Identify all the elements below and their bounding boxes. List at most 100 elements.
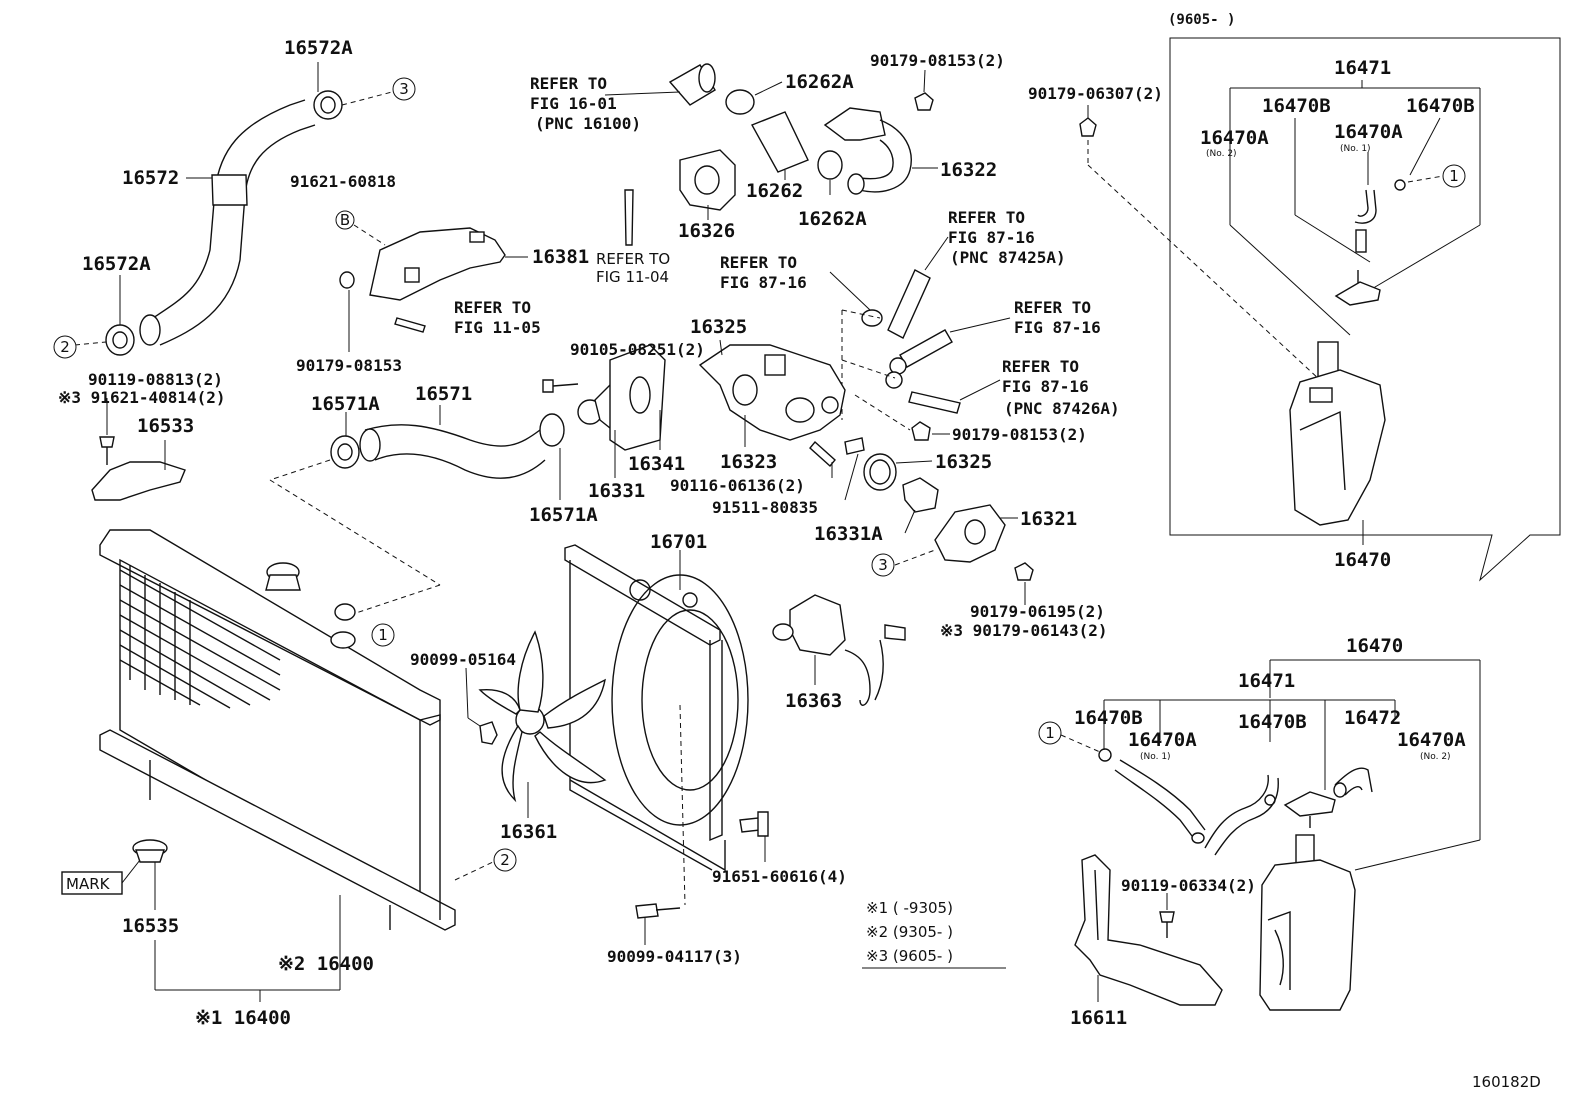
gasket-16326[interactable] [679, 149, 736, 211]
label-16381: 16381 [532, 246, 589, 268]
label-16701: 16701 [650, 531, 707, 553]
hose-16470A-no1-low[interactable] [1114, 759, 1206, 844]
label-90179-06307: 90179-06307(2) [1028, 84, 1163, 103]
nut-90179-06195[interactable] [1014, 562, 1034, 581]
upper-radiator-hose[interactable] [139, 99, 316, 346]
water-inlet-16321[interactable] [934, 504, 1006, 563]
hose-clamp-16572A-left[interactable] [105, 324, 135, 356]
label-refer-fig1601-b: FIG 16-01 [530, 94, 617, 113]
label-16325-top: 16325 [690, 316, 747, 338]
gasket-16341[interactable] [609, 344, 666, 451]
label-refer-fig1601-a: REFER TO [530, 74, 607, 93]
support-16533[interactable] [91, 461, 186, 501]
inset-label-16470A-a: 16470A [1200, 127, 1269, 149]
low-label-16472: 16472 [1344, 707, 1401, 729]
clip-16470B-low-a[interactable] [1098, 748, 1112, 762]
label-90119-06334: 90119-06334(2) [1121, 876, 1256, 895]
bolt-90099-04117[interactable] [635, 903, 681, 919]
label-16611: 16611 [1070, 1007, 1127, 1029]
label-90179-08153: 90179-08153 [296, 356, 402, 375]
radiator-assembly[interactable] [99, 529, 456, 931]
low-label-16470A-b: 16470A [1397, 729, 1466, 751]
inset-label-16470A-b: 16470A [1334, 121, 1403, 143]
cap-16471-low[interactable] [1283, 791, 1336, 828]
callout-1-radiator: 1 [378, 626, 388, 644]
label-refer-fig1104-b: FIG 11-04 [596, 268, 669, 286]
lower-radiator-hose[interactable] [359, 424, 546, 479]
stud-refer-fig-11-04[interactable] [624, 189, 634, 246]
hose-16470A-no2-low[interactable] [1204, 774, 1279, 856]
hose-16262[interactable] [751, 111, 809, 173]
callout-B: B [340, 211, 350, 229]
thermostat-16331A[interactable] [902, 477, 939, 513]
fan-shroud-16701[interactable] [564, 544, 749, 872]
label-16361: 16361 [500, 821, 557, 843]
inset-reservoir-16470[interactable] [1289, 341, 1386, 526]
inset-label-16471: 16471 [1334, 57, 1391, 79]
label-90179-06195: 90179-06195(2) [970, 602, 1105, 621]
label-refer-fig1105-a: REFER TO [454, 298, 531, 317]
nut-90179-06307[interactable] [1079, 117, 1097, 137]
hose-clamp-16262A-b[interactable] [817, 150, 843, 180]
clip-16470B-low-b[interactable] [1264, 794, 1276, 806]
bolt-90119-06334[interactable] [1159, 911, 1175, 938]
inset-hose-16470A-no2[interactable] [1355, 229, 1367, 253]
label-16400-note2: ※2 16400 [278, 953, 374, 975]
callout-1-inset: 1 [1449, 167, 1459, 185]
nut-90099-05164[interactable] [479, 721, 498, 745]
bolt-90105-08251[interactable] [542, 379, 579, 393]
bracket-16611[interactable] [1074, 854, 1223, 1006]
inset-clip-16470B[interactable] [1394, 179, 1406, 191]
radiator-filler-neck[interactable] [330, 603, 356, 649]
low-label-16470A-a: 16470A [1128, 729, 1197, 751]
label-refer-fig1105-b: FIG 11-05 [454, 318, 541, 337]
bracket-16381[interactable] [369, 227, 506, 301]
hose-clamp-16571A[interactable] [330, 435, 360, 469]
callout-2-radiator: 2 [500, 851, 510, 869]
bolt-91651-60616[interactable] [739, 811, 769, 837]
label-refer-fig8716d-a: REFER TO [1002, 357, 1079, 376]
gasket-16325[interactable] [863, 453, 897, 491]
bolt-90119-08813[interactable] [99, 436, 115, 465]
label-16321: 16321 [1020, 508, 1077, 530]
nut-90179-08153[interactable] [339, 271, 355, 289]
label-16262: 16262 [746, 180, 803, 202]
label-16325-b: 16325 [935, 451, 992, 473]
drain-plug-16535[interactable] [132, 839, 168, 863]
inset-cap-16471[interactable] [1334, 270, 1381, 306]
hose-clamp-16262A-top[interactable] [725, 89, 755, 115]
inset-hose-16470A-no1[interactable] [1354, 189, 1377, 224]
hose-clamp-16571A-b[interactable] [539, 413, 565, 447]
reservoir-16470-low[interactable] [1259, 834, 1356, 1011]
label-refer-fig8716b-a: REFER TO [720, 253, 797, 272]
clamp-refer-fig-87-16-b[interactable] [861, 309, 883, 327]
inset-frame [1169, 37, 1561, 582]
fan-motor-16363[interactable] [772, 594, 906, 706]
inset-label-16470: 16470 [1334, 549, 1391, 571]
bolt-refer-fig-11-05[interactable] [394, 317, 426, 333]
label-refer-fig8716a-c: (PNC 87425A) [950, 248, 1066, 267]
label-16323: 16323 [720, 451, 777, 473]
water-pipe-16322[interactable] [823, 107, 912, 195]
label-16326: 16326 [678, 220, 735, 242]
nut-90179-08153-b[interactable] [911, 421, 931, 441]
hose-clamp-16572A-top[interactable] [313, 90, 343, 120]
radiator-cap[interactable] [265, 562, 301, 591]
nut-90179-08153-top[interactable] [914, 92, 934, 111]
label-16262A-b: 16262A [798, 208, 867, 230]
label-16571: 16571 [415, 383, 472, 405]
low-label-16471: 16471 [1238, 670, 1295, 692]
hose-16472[interactable] [1333, 767, 1373, 798]
label-16400-note1: ※1 16400 [195, 1007, 291, 1029]
bolt-90116-06136[interactable] [809, 440, 836, 468]
label-refer-fig8716a-a: REFER TO [948, 208, 1025, 227]
bolt-91511-80835[interactable] [844, 437, 865, 455]
cooling-fan-16361[interactable] [478, 630, 607, 803]
label-16363: 16363 [785, 690, 842, 712]
hose-refer-fig-87-16-a[interactable] [887, 269, 931, 339]
hose-refer-fig-87-16-d[interactable] [885, 371, 961, 414]
low-label-16470B-b: 16470B [1238, 711, 1307, 733]
hose-refer-fig-87-16-c[interactable] [889, 329, 953, 375]
water-outlet-16323[interactable] [698, 344, 846, 441]
pipe-refer-fig-16-01[interactable] [668, 63, 716, 106]
